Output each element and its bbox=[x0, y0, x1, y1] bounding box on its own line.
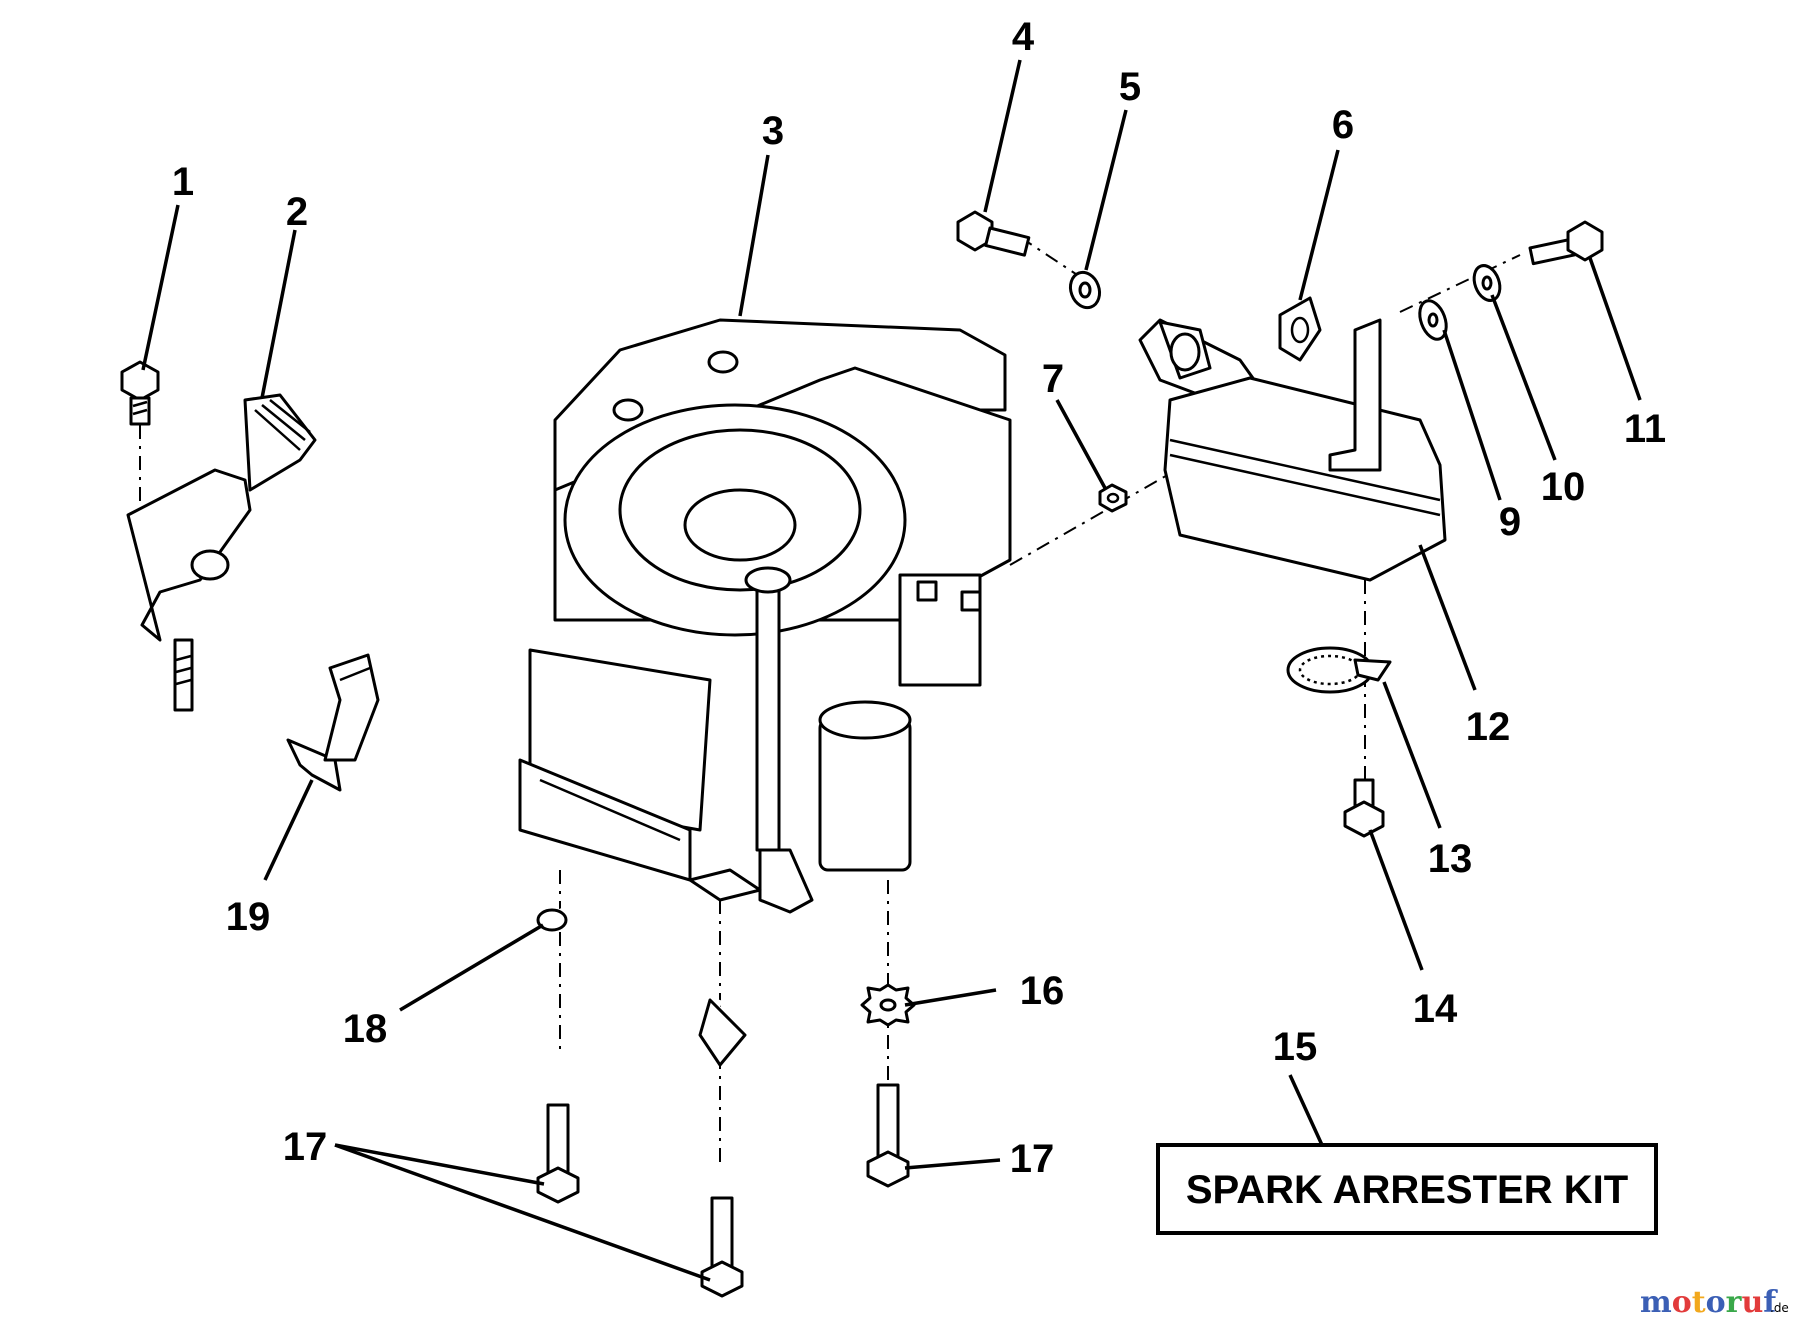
callout-10: 10 bbox=[1541, 465, 1586, 509]
part-3-engine bbox=[518, 318, 1012, 914]
leader-lines bbox=[141, 59, 1642, 1282]
watermark-letter: t bbox=[1692, 1285, 1706, 1320]
watermark-letter: u bbox=[1741, 1285, 1763, 1320]
part-18-drain-tube bbox=[536, 905, 747, 1067]
part-16-star-washer bbox=[860, 983, 916, 1027]
callout-16: 16 bbox=[1020, 969, 1065, 1013]
callout-17-left: 17 bbox=[283, 1125, 328, 1169]
watermark-text: motoruf bbox=[1640, 1285, 1778, 1320]
callout-17-right: 17 bbox=[1010, 1137, 1055, 1181]
callout-1: 1 bbox=[172, 160, 194, 204]
callout-12: 12 bbox=[1466, 705, 1511, 749]
callout-14: 14 bbox=[1413, 987, 1458, 1031]
watermark-letter: o bbox=[1672, 1285, 1692, 1320]
watermark-logo: motoruf .de bbox=[1640, 1285, 1789, 1320]
spark-arrester-kit-box: SPARK ARRESTER KIT bbox=[1156, 1143, 1658, 1235]
watermark-letter: f bbox=[1763, 1285, 1778, 1320]
callout-5: 5 bbox=[1119, 65, 1141, 109]
part-6-gasket bbox=[1278, 296, 1322, 362]
part-9-washer bbox=[1418, 299, 1448, 341]
part-14-screw bbox=[1343, 778, 1385, 838]
watermark-letter: r bbox=[1726, 1285, 1743, 1320]
callout-18: 18 bbox=[343, 1007, 388, 1051]
callout-13: 13 bbox=[1428, 837, 1473, 881]
callout-4: 4 bbox=[1012, 15, 1035, 59]
callout-11: 11 bbox=[1624, 407, 1666, 451]
callout-6: 6 bbox=[1332, 103, 1354, 147]
part-7-nut bbox=[1098, 483, 1128, 513]
part-13-spark-arrester bbox=[1286, 646, 1392, 694]
watermark-letter: o bbox=[1706, 1285, 1726, 1320]
part-4-bolt bbox=[956, 210, 1031, 257]
spark-arrester-kit-label: SPARK ARRESTER KIT bbox=[1186, 1168, 1628, 1212]
part-11-bolt bbox=[1528, 220, 1604, 266]
callout-2: 2 bbox=[286, 190, 308, 234]
part-17-mounting-bolts bbox=[536, 1083, 910, 1298]
part-10-lock-washer bbox=[1472, 264, 1502, 302]
part-1-bolt bbox=[120, 360, 160, 505]
callout-labels: 1 2 3 4 5 6 7 9 10 11 12 13 14 15 16 17 … bbox=[172, 15, 1666, 1181]
watermark-suffix: .de bbox=[1770, 1301, 1789, 1315]
callout-3: 3 bbox=[762, 109, 784, 153]
callout-19: 19 bbox=[226, 895, 271, 939]
part-19-clip bbox=[286, 653, 380, 792]
part-2-throttle-control bbox=[126, 393, 317, 712]
watermark-letter: m bbox=[1640, 1285, 1672, 1320]
part-12-muffler bbox=[1163, 318, 1447, 582]
callout-15: 15 bbox=[1273, 1025, 1318, 1069]
callout-7: 7 bbox=[1042, 357, 1064, 401]
callout-9: 9 bbox=[1499, 500, 1521, 544]
part-5-washer bbox=[1068, 270, 1102, 310]
